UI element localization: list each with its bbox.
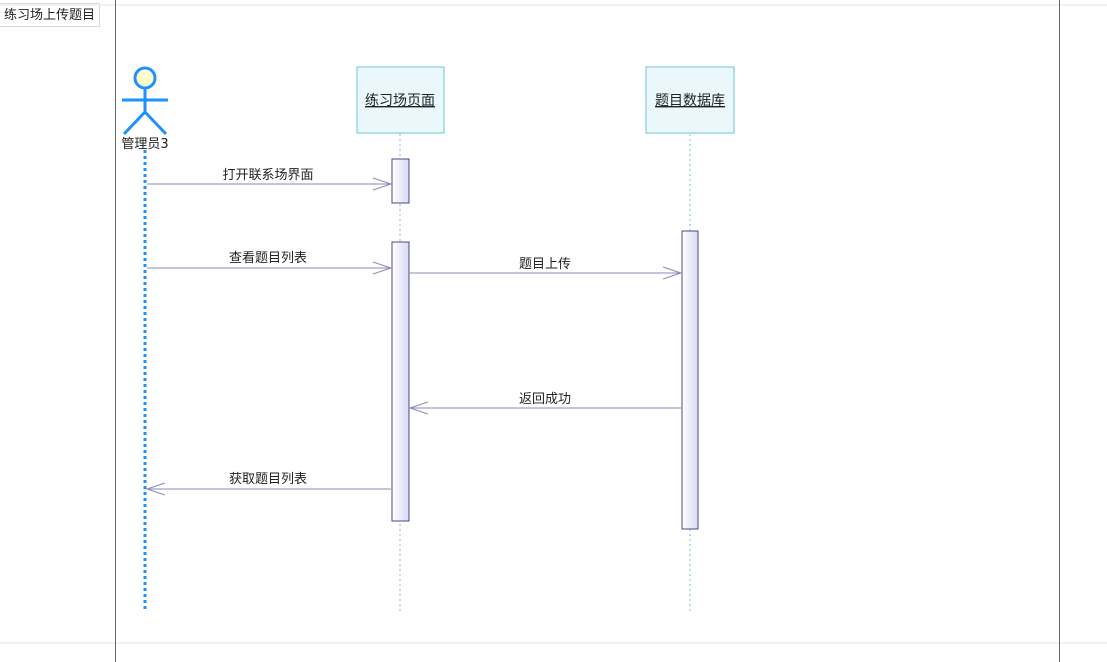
actor-label: 管理员3 [121, 137, 168, 152]
activation-bar [391, 158, 410, 204]
lifeline-practice-page[interactable]: 练习场页面 [356, 66, 445, 134]
frame-title: 练习场上传题目 [0, 3, 101, 27]
message-label: 获取题目列表 [229, 472, 307, 487]
message-upload[interactable]: 题目上传 [410, 257, 683, 280]
arrowhead-icon [145, 482, 166, 496]
lifeline-question-db[interactable]: 题目数据库 [645, 66, 735, 134]
actor-right-leg-icon [143, 110, 168, 136]
lifeline-question-db-label: 题目数据库 [655, 93, 725, 109]
message-label: 题目上传 [519, 257, 571, 272]
lifeline-practice-page-box [356, 66, 445, 134]
message-open-practice[interactable]: 打开联系场界面 [147, 168, 393, 191]
lifeline-practice-page-label: 练习场页面 [365, 93, 435, 109]
message-label: 返回成功 [519, 392, 571, 407]
actor-admin[interactable]: 管理员3 [121, 66, 169, 152]
lifeline-question-db-box [645, 66, 735, 134]
arrowhead-icon [662, 266, 683, 280]
message-get-list[interactable]: 获取题目列表 [145, 472, 391, 496]
activation-bar [391, 241, 410, 522]
message-label: 查看题目列表 [229, 250, 307, 266]
arrowhead-icon [372, 261, 393, 275]
message-return-success[interactable]: 返回成功 [408, 392, 681, 415]
actor-head-icon [133, 66, 157, 90]
actor-left-leg-icon [122, 110, 147, 136]
message-label: 打开联系场界面 [222, 168, 313, 183]
arrowhead-icon [372, 177, 393, 191]
message-view-list[interactable]: 查看题目列表 [147, 250, 393, 275]
arrowhead-icon [408, 401, 429, 415]
activation-bar [681, 230, 699, 530]
